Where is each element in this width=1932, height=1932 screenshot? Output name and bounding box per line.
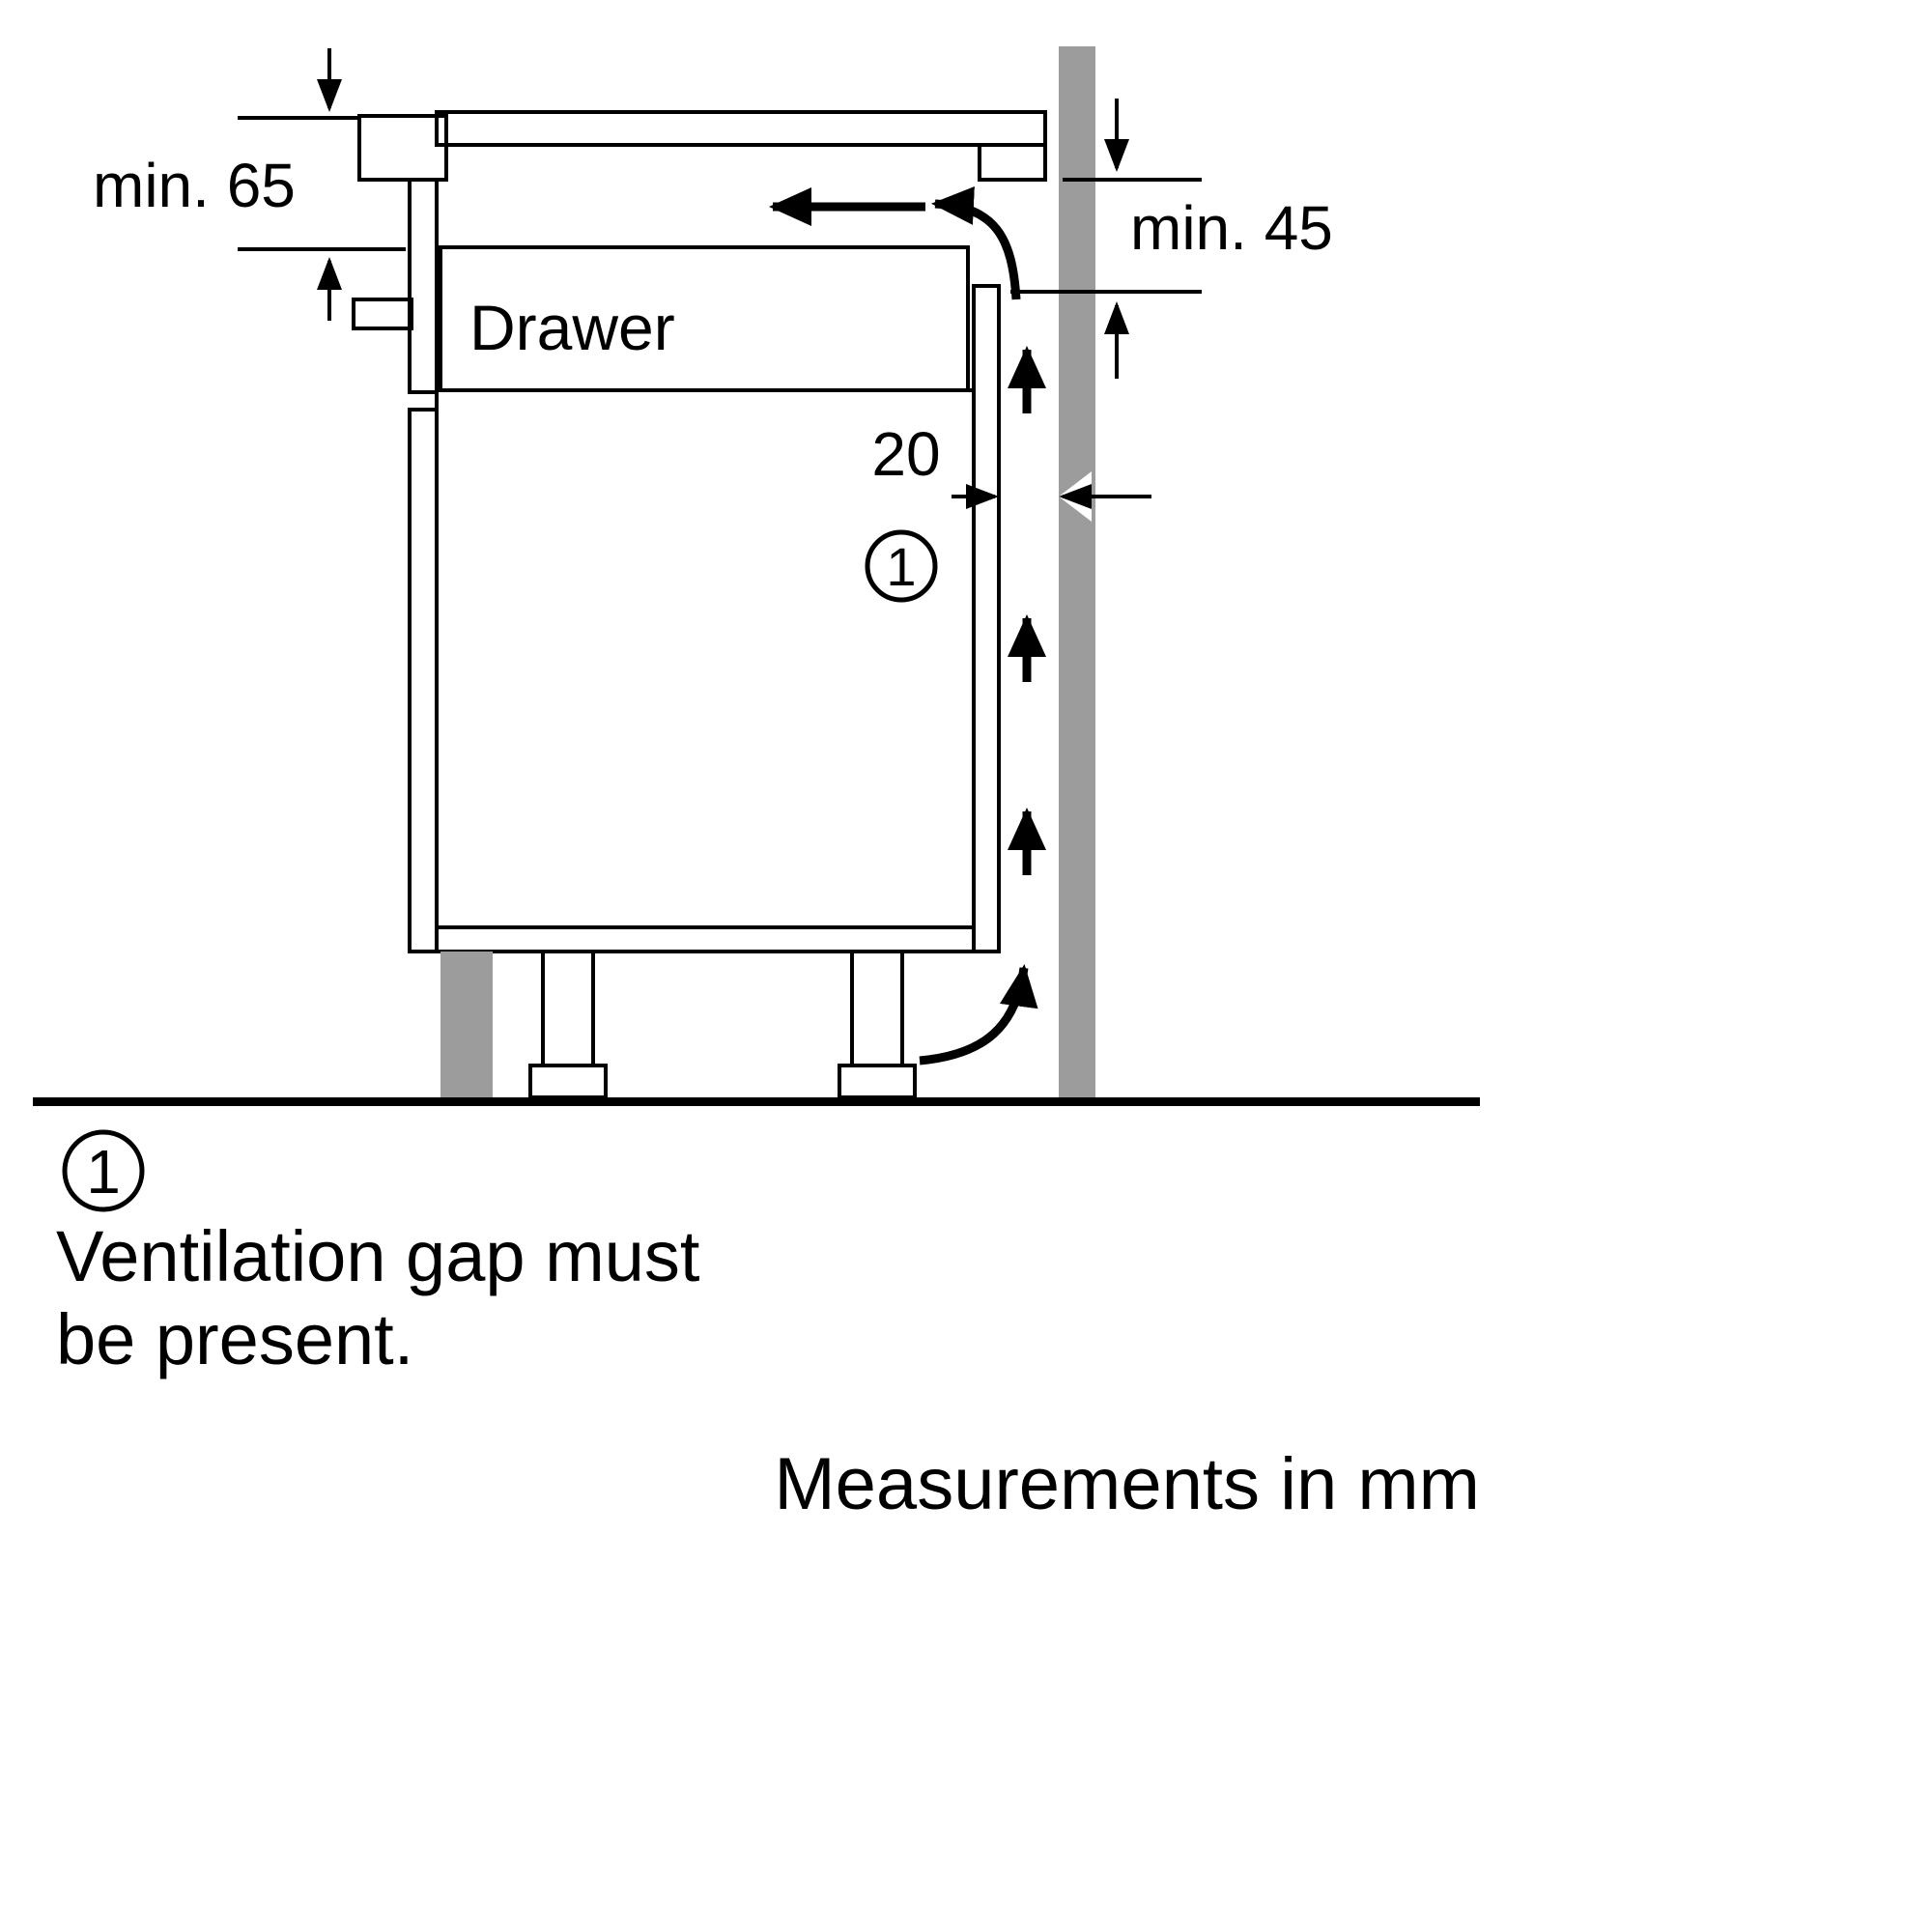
plinth: [440, 952, 493, 1097]
cabinet-back-panel: [972, 284, 1001, 953]
airflow-arrow-bottom-curve: [919, 964, 1038, 1065]
dim-min-45-label: min. 45: [1130, 193, 1333, 263]
floor-line: [33, 1097, 1480, 1106]
drawer-label: Drawer: [469, 292, 675, 363]
worktop-left-block: [357, 114, 448, 182]
airflow-arrow-top-curve: [931, 185, 1021, 300]
dim-min-65-label: min. 65: [93, 151, 296, 220]
worktop-right-block: [978, 143, 1047, 182]
callout-1-marker: 1: [865, 529, 938, 603]
cabinet-left-panel-lower: [408, 408, 439, 953]
dim-min-45-group: min. 45: [1010, 99, 1333, 379]
wall: [1059, 46, 1095, 1097]
cabinet-left-panel-upper: [408, 178, 439, 394]
hob-glass: [435, 110, 1047, 147]
cabinet-foot-left: [528, 1064, 608, 1099]
cabinet-leg-right: [850, 950, 904, 1067]
legend-callout-1: 1: [62, 1129, 145, 1212]
units-note: Measurements in mm: [774, 1443, 1480, 1525]
cabinet-foot-right: [838, 1064, 917, 1099]
dim-20-label: 20: [871, 419, 940, 489]
cabinet-bottom-panel: [435, 925, 976, 953]
callout-circle: [865, 529, 938, 603]
drawer: [439, 245, 970, 392]
dim-min-65-group: min. 65: [93, 48, 406, 321]
note-line-1: Ventilation gap must: [56, 1216, 700, 1296]
dim-20-group: 20: [871, 419, 1151, 522]
note-line-2: be present.: [56, 1299, 413, 1379]
cabinet-leg-left: [541, 950, 595, 1067]
callout-number: 1: [886, 536, 916, 597]
legend-callout-number: 1: [86, 1137, 121, 1207]
legend-callout-circle: [62, 1129, 145, 1212]
cabinet-knob: [352, 298, 413, 330]
